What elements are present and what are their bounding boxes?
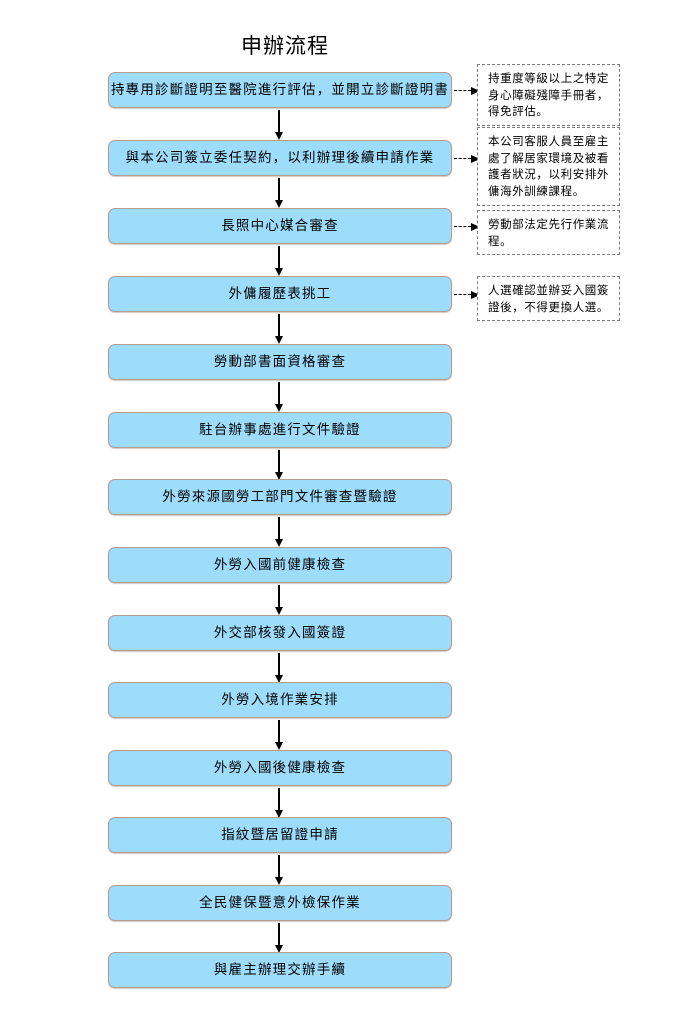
process-box-13-label: 全民健保暨意外檢保作業 (199, 894, 361, 911)
note-box-1-text: 持重度等級以上之特定身心障礙殘障手冊者，得免評估。 (488, 71, 609, 119)
process-box-3[interactable]: 長照中心媒合審查 (108, 208, 452, 244)
note-box-4-text: 人選確認並辦妥入國簽證後，不得更換人選。 (488, 283, 609, 314)
connector-12-13 (275, 855, 283, 885)
process-box-7[interactable]: 外勞來源國勞工部門文件審查暨驗證 (108, 479, 452, 515)
note-box-2: 本公司客服人員至雇主處了解居家環境及被看護者狀況，以利安排外傭海外訓練課程。 (477, 127, 620, 206)
process-box-11[interactable]: 外勞入國後健康檢查 (108, 750, 452, 786)
connector-8-9 (275, 585, 283, 615)
connector-2-3 (275, 178, 283, 208)
process-box-3-label: 長照中心媒合審查 (221, 217, 339, 234)
process-box-2-label: 與本公司簽立委任契約，以利辦理後續申請作業 (125, 149, 435, 166)
process-box-10[interactable]: 外勞入境作業安排 (108, 682, 452, 718)
process-box-10-label: 外勞入境作業安排 (221, 691, 339, 708)
note-connector-1 (454, 86, 480, 95)
process-box-1[interactable]: 持專用診斷證明至醫院進行評估，並開立診斷證明書 (108, 72, 452, 108)
note-box-3-text: 勞動部法定先行作業流程。 (488, 217, 609, 248)
connector-10-11 (275, 720, 283, 750)
connector-13-14 (275, 923, 283, 953)
process-box-14[interactable]: 與雇主辦理交辦手續 (108, 952, 452, 988)
process-box-2[interactable]: 與本公司簽立委任契約，以利辦理後續申請作業 (108, 140, 452, 176)
process-box-12[interactable]: 指紋暨居留證申請 (108, 817, 452, 853)
connector-5-6 (275, 382, 283, 412)
connector-4-5 (275, 314, 283, 344)
note-box-1: 持重度等級以上之特定身心障礙殘障手冊者，得免評估。 (477, 64, 620, 127)
process-box-1-label: 持專用診斷證明至醫院進行評估，並開立診斷證明書 (110, 81, 450, 98)
process-box-12-label: 指紋暨居留證申請 (221, 826, 339, 843)
note-connector-2 (454, 154, 480, 163)
note-box-3: 勞動部法定先行作業流程。 (477, 210, 620, 256)
note-connector-4 (454, 290, 480, 299)
process-box-6-label: 駐台辦事處進行文件驗證 (199, 421, 361, 438)
note-connector-3 (454, 222, 480, 231)
process-box-11-label: 外勞入國後健康檢查 (213, 759, 347, 776)
connector-11-12 (275, 788, 283, 818)
process-box-13[interactable]: 全民健保暨意外檢保作業 (108, 885, 452, 921)
connector-9-10 (275, 653, 283, 683)
connector-3-4 (275, 246, 283, 276)
process-box-4[interactable]: 外傭履歷表挑工 (108, 276, 452, 312)
process-box-8-label: 外勞入國前健康檢查 (213, 556, 347, 573)
process-box-5[interactable]: 勞動部書面資格審查 (108, 344, 452, 380)
process-box-9-label: 外交部核發入國簽證 (213, 624, 347, 641)
connector-7-8 (275, 517, 283, 547)
process-box-6[interactable]: 駐台辦事處進行文件驗證 (108, 412, 452, 448)
process-box-9[interactable]: 外交部核發入國簽證 (108, 615, 452, 651)
process-box-4-label: 外傭履歷表挑工 (228, 285, 332, 302)
process-box-8[interactable]: 外勞入國前健康檢查 (108, 547, 452, 583)
process-box-7-label: 外勞來源國勞工部門文件審查暨驗證 (162, 488, 398, 505)
process-box-14-label: 與雇主辦理交辦手續 (213, 961, 347, 978)
connector-6-7 (275, 450, 283, 480)
note-box-2-text: 本公司客服人員至雇主處了解居家環境及被看護者狀況，以利安排外傭海外訓練課程。 (488, 134, 609, 199)
connector-1-2 (275, 110, 283, 140)
process-box-5-label: 勞動部書面資格審查 (213, 353, 347, 370)
page-title: 申辦流程 (241, 34, 329, 58)
note-box-4: 人選確認並辦妥入國簽證後，不得更換人選。 (477, 276, 620, 322)
